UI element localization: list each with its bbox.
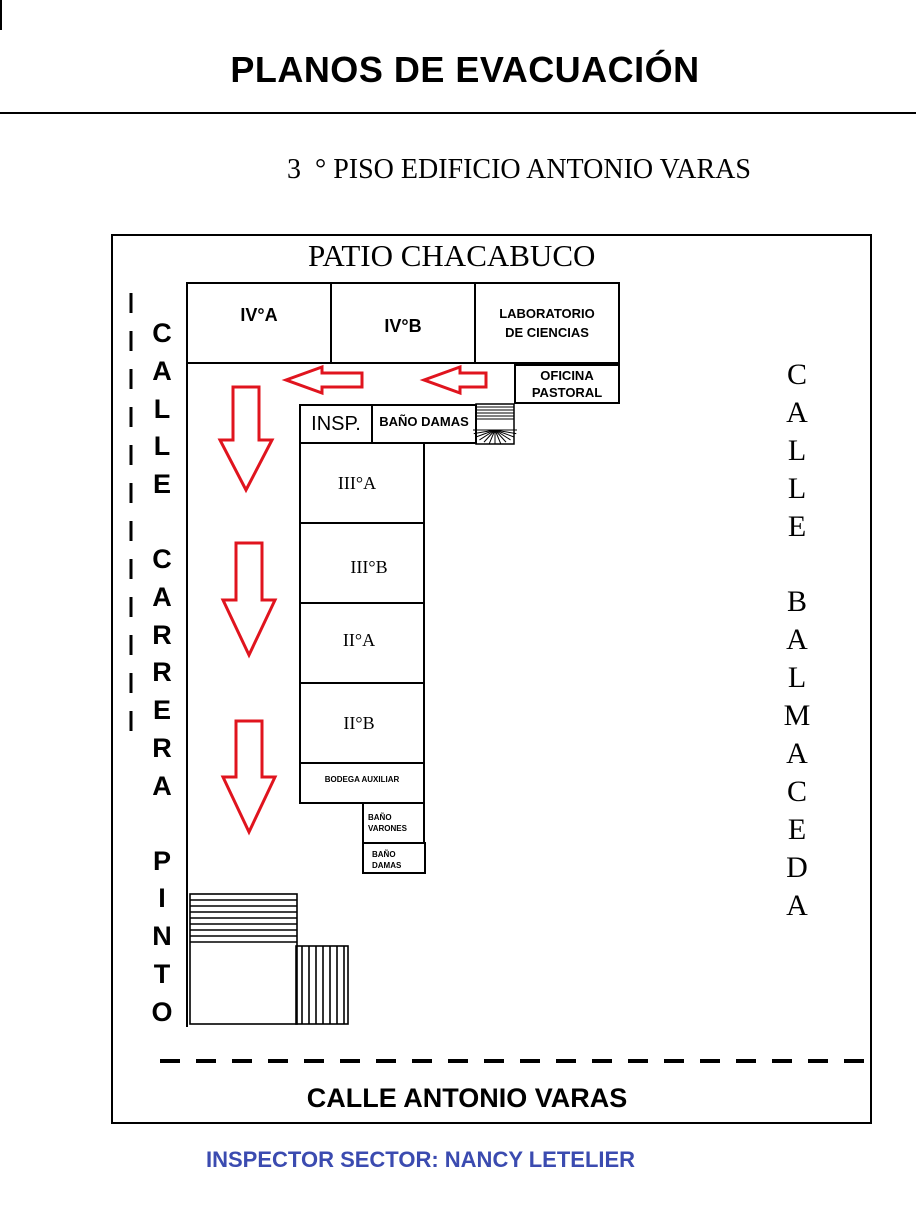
evacuation-arrows: [217, 364, 488, 836]
street-letter: E: [152, 695, 171, 726]
street-letter: L: [787, 661, 807, 694]
arrow-left-icon: [419, 364, 488, 396]
arrow-down-icon: [220, 541, 278, 659]
street-letter: E: [787, 813, 807, 846]
inspector-label: INSPECTOR SECTOR: NANCY LETELIER: [206, 1147, 636, 1172]
plan-frame: [111, 234, 872, 1124]
street-letter: R: [152, 619, 172, 650]
street-letter: A: [152, 770, 172, 801]
street-top-label: PATIO CHACABUCO: [308, 238, 596, 273]
corridor-outline: [186, 362, 188, 1027]
street-letter: A: [786, 737, 808, 770]
street-letter: A: [786, 889, 808, 922]
street-letter: B: [786, 585, 807, 618]
street-letter: L: [787, 472, 807, 505]
street-letter: P: [152, 845, 171, 876]
street-letter: C: [152, 543, 172, 574]
room-bano-damas-small: BAÑO DAMAS: [362, 842, 426, 874]
street-bottom-label: CALLE ANTONIO VARAS: [306, 1082, 628, 1113]
street-letter: A: [152, 355, 172, 386]
room-iia: II°A: [299, 602, 425, 684]
room-iib: II°B: [299, 682, 425, 764]
street-letter: A: [786, 623, 808, 656]
room-ivb: IV°B: [330, 282, 476, 364]
street-letter: E: [152, 469, 171, 500]
street-letter: R: [152, 657, 172, 688]
arrow-down-icon: [220, 719, 278, 836]
street-letter: C: [786, 358, 807, 391]
page-title: PLANOS DE EVACUACIÓN: [230, 49, 700, 90]
room-iva: IV°A: [186, 282, 332, 364]
stair-bottom-icon: [189, 893, 349, 1025]
header-band: [0, 0, 916, 114]
street-letter: L: [153, 431, 171, 462]
street-letter: I: [158, 883, 166, 914]
street-letter: N: [152, 921, 172, 952]
street-letter: L: [787, 434, 807, 467]
street-letter: M: [783, 699, 811, 732]
room-laboratorio: LABORATORIO DE CIENCIAS: [474, 282, 620, 364]
room-bano-varones: BAÑO VARONES: [362, 802, 425, 844]
street-letter: A: [786, 396, 808, 429]
arrow-down-icon: [217, 385, 275, 494]
stair-top-icon: [473, 403, 517, 445]
street-letter: O: [151, 996, 173, 1027]
street-letter: C: [152, 318, 172, 348]
street-letter: L: [153, 393, 171, 424]
street-letter: T: [153, 958, 171, 989]
arrow-left-icon: [281, 364, 364, 396]
street-letter: C: [786, 775, 807, 808]
floor-subtitle: 3 ° PISO EDIFICIO ANTONIO VARAS: [287, 154, 751, 185]
room-oficina-pastoral: OFICINA PASTORAL: [514, 364, 620, 404]
header-left-tick: [0, 0, 2, 30]
street-letter: A: [152, 581, 172, 612]
street-letter: D: [786, 851, 808, 884]
street-letter: E: [787, 510, 807, 543]
street-letter: R: [152, 732, 172, 763]
